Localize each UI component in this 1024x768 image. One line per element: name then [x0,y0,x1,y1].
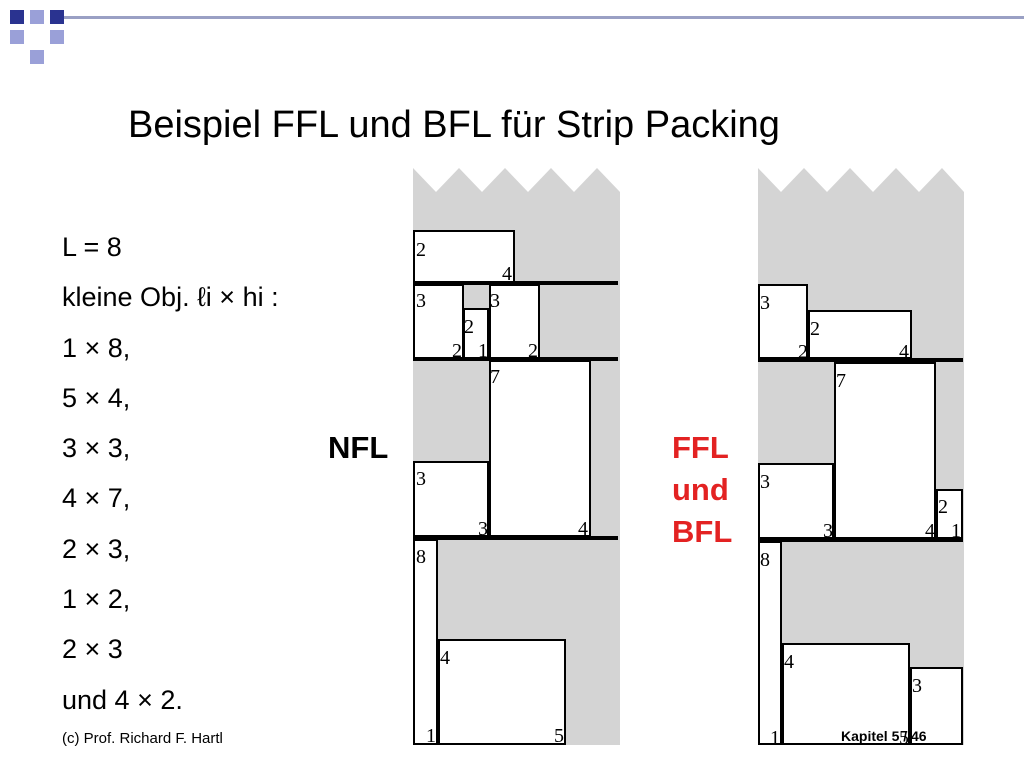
slide-title: Beispiel FFL und BFL für Strip Packing [128,104,780,146]
ffl-box [758,284,808,359]
nfl-digit: 8 [416,546,426,568]
nfl-box [413,230,515,283]
list-item: 4 × 7, [62,483,131,514]
ffl-digit: 2 [938,496,948,518]
ffl-digit: 5 [899,727,909,749]
ffl-digit: 8 [760,549,770,571]
nfl-digit: 1 [478,340,488,362]
nfl-digit: 4 [440,647,450,669]
deco-square [10,10,24,24]
list-item: L = 8 [62,232,122,262]
label-nfl: NFL [328,430,389,465]
deco-square [30,50,44,64]
deco-square [10,30,24,44]
list-item: 2 × 3 [62,634,123,665]
ffl-digit: 2 [810,318,820,340]
ffl-box [782,643,910,745]
list-item: und 4 × 2. [62,684,183,715]
ffl-box [936,489,963,539]
footer-copyright: (c) Prof. Richard F. Hartl [62,730,223,747]
ffl-digit: 7 [836,370,846,392]
nfl-digit: 7 [490,366,500,388]
ffl-digit: 4 [784,651,794,673]
ffl-digit: 3 [912,675,922,697]
nfl-box [463,308,489,359]
list-item: 2 × 3, [62,533,131,564]
nfl-digit: 2 [452,340,462,362]
deco-square [50,30,64,44]
nfl-digit: 1 [426,725,436,747]
ffl-box [758,541,782,745]
deco-square [30,10,44,24]
ffl-digit: 3 [823,520,833,542]
nfl-box [489,360,591,537]
ffl-box [758,463,834,539]
ffl-box [910,667,963,745]
nfl-digit: 2 [464,316,474,338]
ffl-digit: 3 [760,471,770,493]
ffl-box [808,310,912,359]
object-list: L = 8 kleine Obj. ℓi × hi : 1 × 8, 5 × 4… [62,222,279,725]
nfl-digit: 3 [490,290,500,312]
deco-square [50,10,64,24]
nfl-digit: 3 [416,290,426,312]
label-bfl: BFL [672,514,733,549]
list-item: kleine Obj. ℓi × hi : [62,282,279,313]
nfl-box [438,639,566,745]
list-item: 1 × 8, [62,332,131,363]
nfl-digit: 2 [416,239,426,261]
nfl-digit: 2 [528,340,538,362]
label-ffl: FFL [672,430,729,465]
nfl-box [413,461,489,537]
nfl-digit: 3 [478,518,488,540]
ffl-digit: 4 [899,341,909,363]
nfl-digit: 5 [554,725,564,747]
nfl-box [413,284,464,359]
nfl-box [413,539,438,745]
ffl-digit: 3 [760,292,770,314]
ffl-digit: 4 [925,520,935,542]
footer-page-number: Kapitel 5 / 46 [841,728,927,744]
header-rule [64,16,1024,19]
nfl-digit: 4 [502,263,512,285]
ffl-digits: 3 2 2 4 7 3 3 4 2 1 8 4 3 1 5 [760,292,961,749]
list-item: 1 × 2, [62,584,131,615]
list-item: 5 × 4, [62,382,131,413]
ffl-box [834,362,936,539]
ffl-digit: 1 [770,727,780,749]
nfl-digit: 4 [578,518,588,540]
nfl-digit: 3 [416,468,426,490]
nfl-digits: 2 4 3 3 2 2 1 2 7 3 3 4 8 4 1 5 [416,239,588,747]
ffl-digit: 1 [951,520,961,542]
ffl-digit: 2 [798,341,808,363]
label-und: und [672,472,729,507]
nfl-box [489,284,540,359]
list-item: 3 × 3, [62,433,131,464]
